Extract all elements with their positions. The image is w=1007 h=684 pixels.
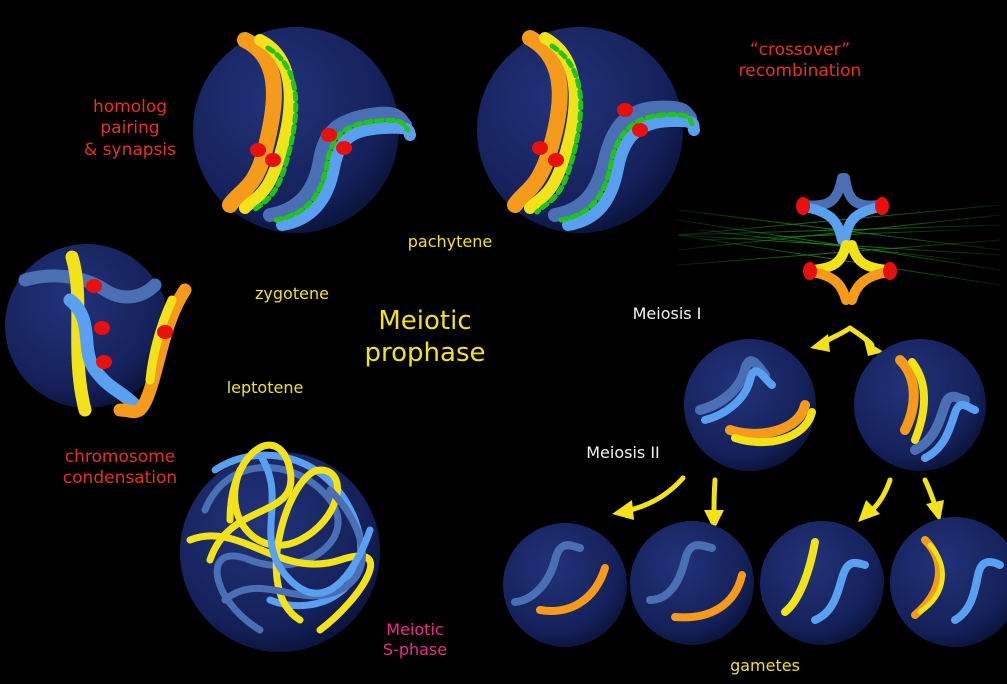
pachytene-label: pachytene [395, 232, 505, 252]
gamete-4 [890, 517, 1007, 647]
daughter-cell-left [684, 339, 816, 471]
gametes-label: gametes [715, 656, 815, 676]
meiotic-prophase-title: Meiotic prophase [350, 306, 500, 369]
meiosis2-arrows [612, 478, 944, 530]
pachytene-cell [477, 27, 694, 233]
crossover-line1: “crossover” [720, 40, 880, 61]
title-line2: prophase [350, 338, 500, 370]
gamete-2 [630, 521, 754, 645]
crossover-line2: recombination [720, 61, 880, 82]
condensation-label: chromosome condensation [40, 447, 200, 490]
homolog-pairing-label: homolog pairing & synapsis [70, 97, 190, 161]
condensation-line1: chromosome [40, 447, 200, 468]
leptotene-label: leptotene [215, 378, 315, 398]
gamete-1 [503, 523, 627, 647]
sphase-cell [180, 445, 380, 652]
daughter-cell-right [854, 339, 986, 471]
metaphase-spindle [678, 178, 1000, 300]
bivalent-yellow [803, 245, 897, 300]
sphase-label: Meiotic S-phase [370, 620, 460, 660]
homolog-line3: & synapsis [70, 140, 190, 161]
meiosis-2-label: Meiosis II [568, 443, 678, 463]
gamete-3 [760, 521, 884, 645]
homolog-line1: homolog [70, 97, 190, 118]
condensation-line2: condensation [40, 468, 200, 489]
homolog-line2: pairing [70, 118, 190, 139]
zygotene-cell [193, 27, 410, 233]
title-line1: Meiotic [350, 306, 500, 338]
meiosis-1-label: Meiosis I [612, 304, 722, 324]
crossover-label: “crossover” recombination [720, 40, 880, 83]
sphase-line2: S-phase [370, 640, 460, 660]
meiosis1-arrows [810, 328, 884, 356]
leptotene-cell [5, 244, 185, 412]
sphase-line1: Meiotic [370, 620, 460, 640]
zygotene-label: zygotene [242, 284, 342, 304]
